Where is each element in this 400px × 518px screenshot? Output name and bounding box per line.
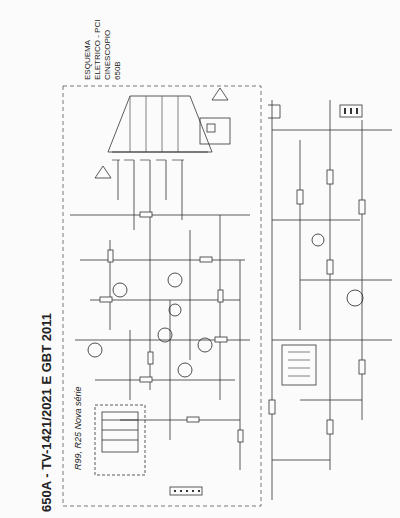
sheet-note: 650B — [114, 61, 123, 80]
sheet-title: 650A - TV-1421/2021 E GBT 2011 — [40, 313, 54, 512]
sheet-note: CINESCOPIO — [104, 30, 113, 80]
sheet-note: ELETRICO - PCI — [94, 20, 103, 80]
sheet-note: ESQUEMA — [84, 40, 93, 80]
handwritten-note: R99, R25 Nova série — [74, 386, 84, 470]
